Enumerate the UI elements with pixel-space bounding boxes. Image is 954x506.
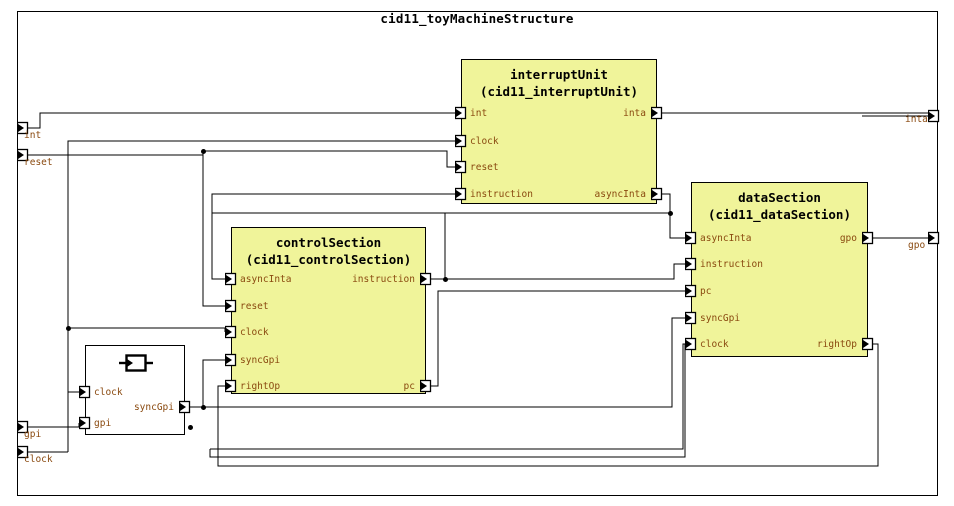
pin-label-dataSection-gpo: gpo [839,233,857,244]
pin-label-sync-unit-gpi: gpi [94,418,112,429]
net-clock-data [210,343,685,450]
net-instruction-data [445,263,685,280]
pin-label-controlSection-clock: clock [240,327,269,338]
pin-label-sync-unit-syncGpi: syncGpi [133,402,174,413]
pin-label-controlSection-rightOp: rightOp [240,381,281,392]
input-port-clock: clock [24,454,53,465]
pin-label-dataSection-instruction: instruction [700,259,763,270]
input-port-gpi: gpi [24,429,42,440]
net-rightop [217,343,879,467]
block-entity-name: (cid11_controlSection) [245,252,412,267]
input-port-int: int [24,130,42,141]
junction-dot [667,210,673,216]
pin-label-dataSection-syncGpi: syncGpi [700,313,741,324]
block-interruptUnit[interactable]: interruptUnit (cid11_interruptUnit) [461,59,657,204]
port-arrow-gpi[interactable] [17,420,31,434]
pin-dataSection-syncGpi[interactable] [685,311,698,325]
net-pc [426,290,685,387]
pin-dataSection-clock[interactable] [685,337,698,351]
pin-label-controlSection-instruction: instruction [352,274,415,285]
block-title-dataSection: dataSection (cid11_dataSection) [692,189,867,223]
pin-label-controlSection-syncGpi: syncGpi [240,355,281,366]
pin-controlSection-clock[interactable] [225,325,238,339]
register-icon [119,354,153,372]
port-arrow-reset[interactable] [17,148,31,162]
block-instance-name: controlSection [275,235,382,250]
pin-controlSection-reset[interactable] [225,299,238,313]
junction-dot [442,276,448,282]
pin-interruptUnit-reset[interactable] [455,160,468,174]
port-arrow-inta[interactable] [928,109,942,123]
block-entity-name: (cid11_dataSection) [708,207,851,222]
pin-dataSection-rightOp[interactable] [862,337,875,351]
pin-interruptUnit-inta[interactable] [651,106,664,120]
port-arrow-gpo[interactable] [928,231,942,245]
pin-controlSection-rightOp[interactable] [225,379,238,393]
diagram-frame [17,11,938,496]
block-controlSection[interactable]: controlSection (cid11_controlSection) [231,227,426,394]
input-port-reset: reset [24,157,53,168]
block-title-interruptUnit: interruptUnit (cid11_interruptUnit) [462,66,656,100]
pin-label-dataSection-clock: clock [700,339,729,350]
pin-label-dataSection-asyncInta: asyncInta [700,233,752,244]
net-clock-rail [67,140,455,452]
pin-dataSection-gpo[interactable] [862,231,875,245]
output-port-inta: inta [905,114,928,125]
pin-label-controlSection-pc: pc [403,381,415,392]
block-title-controlSection: controlSection (cid11_controlSection) [232,234,425,268]
net-asyncinta-data [669,213,685,239]
pin-sync-unit-gpi[interactable] [79,416,92,430]
pin-controlSection-instruction[interactable] [420,272,433,286]
pin-controlSection-asyncInta[interactable] [225,272,238,286]
pin-dataSection-asyncInta[interactable] [685,231,698,245]
pin-label-dataSection-rightOp: rightOp [816,339,857,350]
port-arrow-int[interactable] [17,121,31,135]
pin-dataSection-instruction[interactable] [685,257,698,271]
net-int [27,112,455,129]
junction-dot [200,404,206,410]
pin-controlSection-pc[interactable] [420,379,433,393]
pin-label-interruptUnit-inta: inta [623,108,646,119]
net-asyncinta-control [211,213,225,280]
pin-dataSection-pc[interactable] [685,284,698,298]
pin-label-interruptUnit-asyncInta: asyncInta [594,189,646,200]
pin-label-interruptUnit-instruction: instruction [470,189,533,200]
pin-label-interruptUnit-clock: clock [470,136,499,147]
pin-sync-unit-syncGpi[interactable] [179,400,192,414]
pin-label-controlSection-asyncInta: asyncInta [240,274,292,285]
junction-dot [187,424,193,430]
junction-dot [200,148,206,154]
pin-interruptUnit-int[interactable] [455,106,468,120]
pin-interruptUnit-clock[interactable] [455,134,468,148]
net-syncgpi-data [203,317,685,408]
junction-dot [65,325,71,331]
pin-controlSection-syncGpi[interactable] [225,353,238,367]
net-reset-control [202,151,225,307]
pin-interruptUnit-asyncInta[interactable] [651,187,664,201]
block-instance-name: dataSection [738,190,821,205]
net-syncgpi-control [202,359,225,407]
port-arrow-clock[interactable] [17,445,31,459]
block-entity-name: (cid11_interruptUnit) [479,84,639,99]
pin-interruptUnit-instruction[interactable] [455,187,468,201]
pin-label-sync-unit-clock: clock [94,387,123,398]
pin-label-interruptUnit-reset: reset [470,162,499,173]
pin-sync-unit-clock[interactable] [79,385,92,399]
block-instance-name: interruptUnit [510,67,608,82]
pin-label-dataSection-pc: pc [700,286,712,297]
net-reset-interrupt [27,150,455,168]
page-title: cid11_toyMachineStructure [380,11,574,26]
output-port-gpo: gpo [908,240,926,251]
pin-label-controlSection-reset: reset [240,301,269,312]
pin-label-interruptUnit-int: int [470,108,488,119]
block-dataSection[interactable]: dataSection (cid11_dataSection) [691,182,868,357]
